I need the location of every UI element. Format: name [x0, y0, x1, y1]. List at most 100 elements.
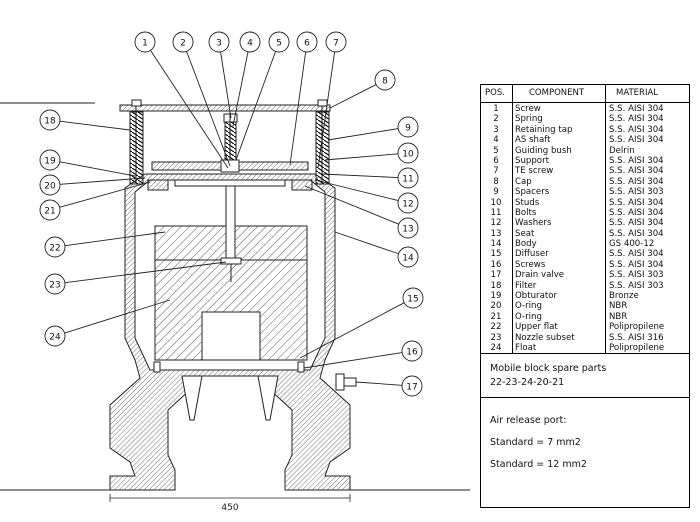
- row-pos: 3: [493, 124, 499, 135]
- row-component: Spring: [515, 114, 543, 125]
- dimension-label: 450: [221, 503, 238, 513]
- table-row: 9 Spacers S.S. AISI 303: [481, 187, 689, 197]
- callout-14: 14: [334, 231, 419, 268]
- callout-number: 16: [406, 348, 418, 358]
- callout-number: 4: [247, 39, 253, 49]
- callout-number: 9: [405, 124, 411, 134]
- row-material: S.S. AISI 304: [609, 259, 664, 270]
- row-component: AS shaft: [515, 135, 551, 146]
- callout-6: 6: [289, 31, 318, 166]
- row-pos: 10: [490, 197, 502, 208]
- spare-parts-title: Mobile block spare parts: [490, 363, 607, 374]
- nozzle-subset: [220, 257, 242, 265]
- callout-number: 18: [44, 117, 56, 127]
- callout-16: 16: [303, 340, 423, 369]
- right-diffuser-cone: [257, 375, 279, 421]
- callout-number: 14: [402, 254, 414, 264]
- row-material: S.S. AISI 304: [609, 249, 664, 260]
- callout-number: 20: [44, 182, 56, 192]
- callout-22: 22: [44, 231, 166, 258]
- row-material: S.S. AISI 304: [609, 155, 664, 166]
- air-release-option-1: Standard = 7 mm2: [490, 437, 581, 448]
- drain-valve: [335, 373, 345, 391]
- row-pos: 24: [490, 342, 502, 353]
- row-material: S.S. AISI 303: [609, 270, 664, 281]
- row-component: Screws: [515, 259, 546, 270]
- row-component: Guiding bush: [515, 145, 572, 156]
- callout-number: 6: [304, 39, 310, 49]
- callout-2: 2: [172, 31, 231, 167]
- callout-5: 5: [235, 31, 290, 161]
- callout-10: 10: [324, 142, 419, 164]
- row-component: Filter: [515, 280, 537, 291]
- callout-number: 22: [49, 244, 60, 254]
- callout-21: 21: [39, 181, 151, 221]
- row-component: Studs: [515, 197, 540, 208]
- row-pos: 11: [490, 207, 502, 218]
- row-pos: 21: [490, 311, 502, 322]
- callout-number: 19: [44, 157, 56, 167]
- spare-parts-list: 22-23-24-20-21: [490, 377, 565, 388]
- row-pos: 7: [493, 166, 499, 177]
- row-material: S.S. AISI 304: [609, 135, 664, 146]
- callout-1: 1: [134, 31, 229, 169]
- row-component: Diffuser: [515, 249, 549, 260]
- row-component: TE screw: [515, 166, 554, 177]
- row-material: S.S. AISI 304: [609, 228, 664, 239]
- callout-17: 17: [355, 375, 423, 397]
- table-row: 10 Studs S.S. AISI 304: [481, 198, 689, 208]
- callout-number: 13: [402, 225, 413, 235]
- row-component: Retaining tap: [515, 124, 573, 135]
- row-pos: 19: [490, 291, 502, 302]
- callout-4: 4: [232, 31, 261, 127]
- callout-number: 5: [276, 39, 282, 49]
- row-pos: 9: [493, 187, 499, 198]
- row-pos: 15: [490, 249, 502, 260]
- row-pos: 2: [493, 114, 499, 125]
- row-material: S.S. AISI 304: [609, 104, 664, 114]
- row-pos: 14: [490, 239, 502, 250]
- row-material: S.S. AISI 304: [609, 114, 664, 125]
- callout-number: 24: [49, 333, 61, 343]
- row-material: S.S. AISI 304: [609, 207, 664, 218]
- row-component: O-ring: [515, 311, 542, 322]
- row-material: NBR: [609, 301, 628, 312]
- shaft: [225, 185, 236, 259]
- callout-number: 3: [216, 39, 222, 49]
- row-pos: 5: [493, 145, 499, 156]
- callout-number: 15: [407, 295, 418, 305]
- callout-number: 17: [406, 383, 417, 393]
- table-row: 15 Diffuser S.S. AISI 304: [481, 249, 689, 259]
- air-release-option-2: Standard = 12 mm2: [490, 459, 587, 470]
- callout-11: 11: [321, 167, 419, 189]
- row-component: O-ring: [515, 301, 542, 312]
- row-material: S.S. AISI 303: [609, 187, 664, 198]
- row-pos: 6: [493, 155, 499, 166]
- callout-24: 24: [44, 299, 171, 347]
- header-material: MATERIAL: [616, 88, 659, 98]
- row-pos: 18: [490, 280, 502, 291]
- row-component: Cap: [515, 176, 532, 187]
- row-pos: 12: [490, 218, 502, 229]
- row-component: Support: [515, 155, 549, 166]
- row-component: Seat: [515, 228, 535, 239]
- row-material: S.S. AISI 303: [609, 280, 664, 291]
- row-component: Spacers: [515, 187, 550, 198]
- row-material: S.S. AISI 304: [609, 218, 664, 229]
- table-row: 2 Spring S.S. AISI 304: [481, 114, 689, 124]
- row-material: S.S. AISI 304: [609, 197, 664, 208]
- callout-23: 23: [44, 261, 227, 295]
